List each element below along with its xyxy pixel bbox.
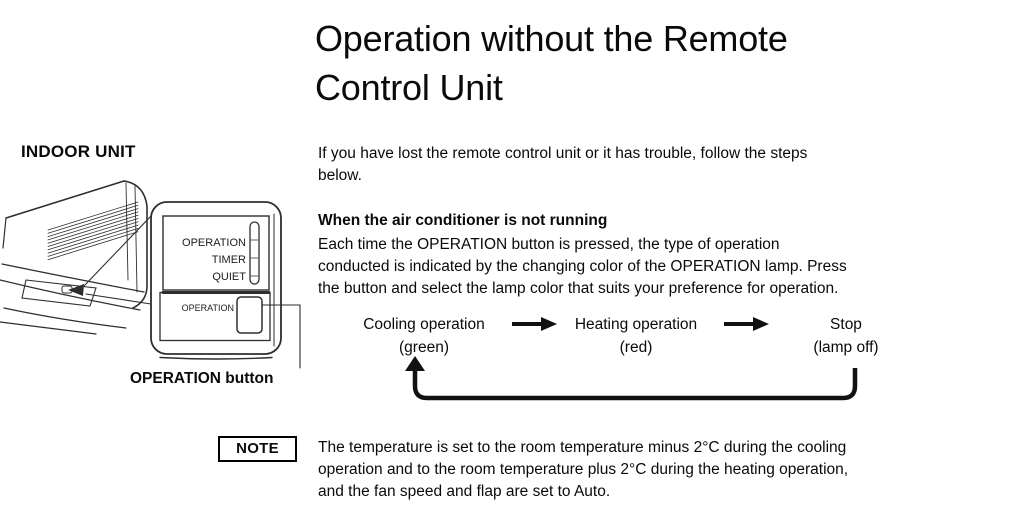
body-line: Each time the OPERATION button is presse… (318, 236, 780, 253)
cycle-step-stop: Stop (lamp off) (771, 313, 921, 359)
operation-button-caption: OPERATION button (130, 370, 274, 387)
operation-panel (150, 201, 301, 369)
cycle-step-label: Heating operation (574, 316, 698, 333)
cycle-step-heating: Heating operation (red) (561, 313, 711, 359)
cycle-step-cooling: Cooling operation (green) (349, 313, 499, 359)
cycle-step-color: (red) (619, 339, 653, 356)
intro-line: below. (318, 167, 362, 184)
cycle-step-label: Stop (830, 316, 862, 333)
note-line: and the fan speed and flap are set to Au… (318, 483, 611, 500)
intro-paragraph: If you have lost the remote control unit… (318, 143, 807, 187)
page-title-line-2: Control Unit (315, 67, 503, 108)
note-paragraph: The temperature is set to the room tempe… (318, 437, 848, 503)
body-paragraph: Each time the OPERATION button is presse… (318, 234, 847, 300)
air-conditioner-body (0, 180, 148, 335)
lamp-display-box (162, 215, 270, 291)
grille-hatch-lines (47, 201, 139, 261)
body-line: conducted is indicated by the changing c… (318, 258, 847, 275)
flap-outline (21, 279, 97, 307)
note-line: operation and to the room temperature pl… (318, 461, 849, 478)
body-line: the button and select the lamp color tha… (318, 280, 839, 297)
cycle-step-color: (lamp off) (813, 339, 879, 356)
arrow-right-icon (512, 317, 557, 331)
button-callout-line (261, 304, 301, 369)
lamp-label-operation: OPERATION (182, 237, 246, 249)
pointer-callout (68, 215, 152, 305)
arrow-right-icon (724, 317, 769, 331)
panel-operation-button-label: OPERATION (182, 303, 234, 313)
loop-return-arrow-icon (405, 356, 858, 401)
intro-line: If you have lost the remote control unit… (318, 145, 808, 162)
indoor-unit-illustration: OPERATION TIMER QUIET OPERATION (0, 180, 301, 369)
section-heading: When the air conditioner is not running (318, 212, 608, 229)
page-title: Operation without the Remote Control Uni… (315, 14, 788, 112)
cycle-step-color: (green) (399, 339, 449, 356)
lamp-label-timer: TIMER (212, 254, 246, 266)
lamp-window (249, 221, 260, 285)
lamp-label-quiet: QUIET (212, 271, 246, 283)
page-title-line-1: Operation without the Remote (315, 18, 788, 59)
note-badge: NOTE (218, 436, 297, 462)
operation-button (236, 296, 263, 334)
indoor-unit-heading: INDOOR UNIT (21, 142, 136, 161)
cycle-step-label: Cooling operation (363, 316, 485, 333)
button-section-box (159, 291, 271, 342)
note-line: The temperature is set to the room tempe… (318, 439, 847, 456)
